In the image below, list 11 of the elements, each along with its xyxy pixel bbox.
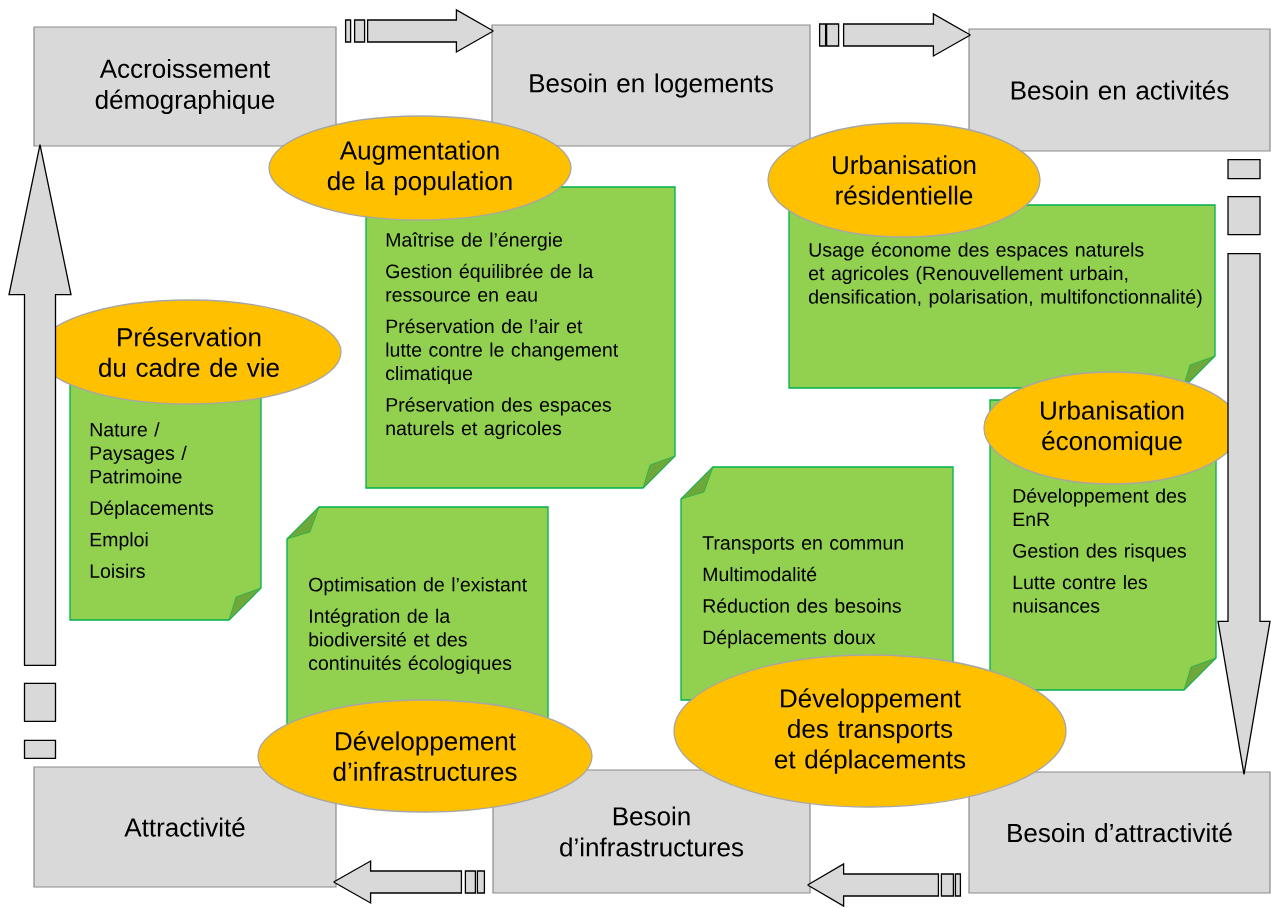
block-arrow [806, 862, 962, 908]
note-card: Nature / Paysages / Patrimoine Déplacements Emploi Loisirs [69, 379, 262, 621]
process-box: Accroissement démographique [33, 26, 337, 147]
note-card: Optimisation de l’existant Intégration de la biodiversité et des continuités écologiques [286, 506, 549, 726]
process-box: Besoin en activités [968, 28, 1271, 152]
process-box: Besoin d’attractivité [968, 771, 1271, 894]
block-arrow [344, 8, 495, 54]
block-arrow [332, 859, 486, 905]
block-arrow [818, 12, 972, 58]
note-card: Usage économe des espaces naturels et agricoles (Renouvellement urbain, densification, polarisation, multifonctionnalité) [788, 204, 1216, 389]
block-arrow [8, 141, 72, 760]
